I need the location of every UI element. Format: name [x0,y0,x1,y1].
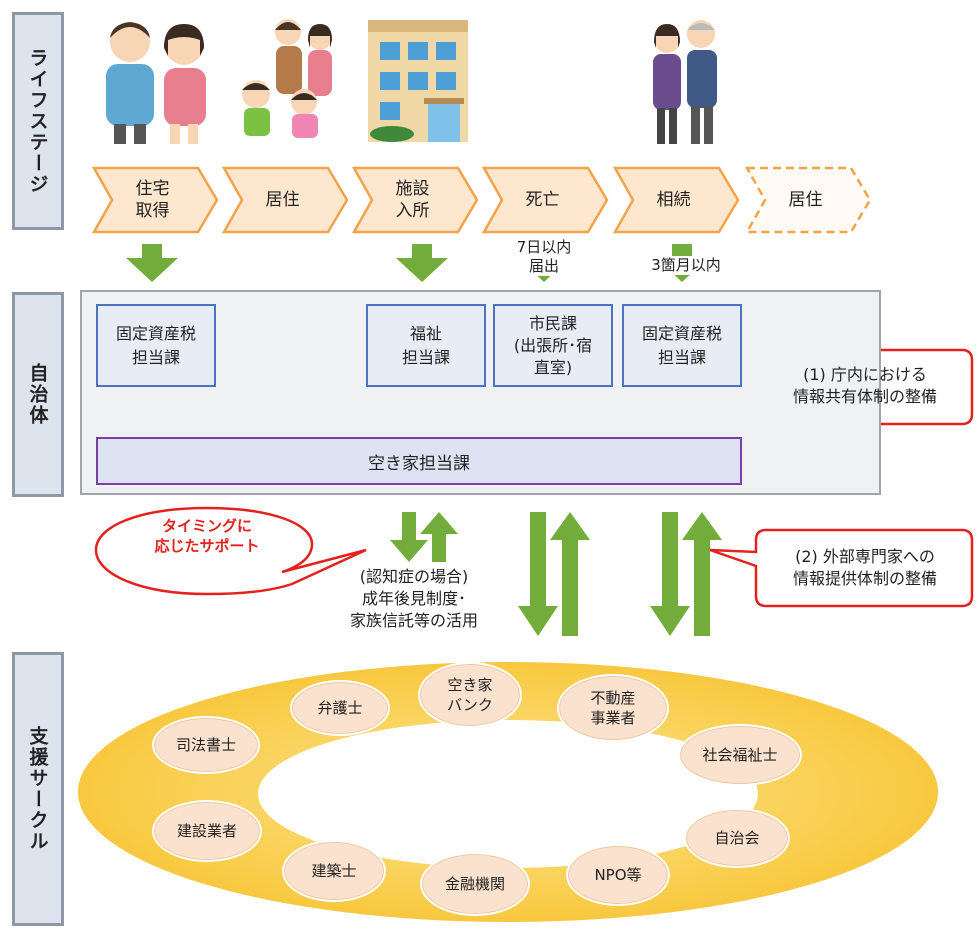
internal-sharing-callout: (1) 庁内における 情報共有体制の整備 [792,365,937,406]
dementia-note: (認知症の場合) 成年後見制度･ 家族信託等の活用 [349,567,478,630]
node-judicial-scrivener: 司法書士 [152,716,260,774]
node-construction-company: 建設業者 [152,800,262,862]
property-tax-dept-box-2: 固定資産税 担当課 [622,304,742,387]
node-npo: NPO等 [566,844,670,906]
down-arrow-icon [126,244,178,282]
up-arrow-icon [682,512,722,636]
stage-chevron-residence: 居住 [222,166,349,234]
stage-chevron-housing: 住宅 取得 [92,166,219,234]
stage-label-residence: 居住 [265,190,300,210]
couple-illustration [92,12,222,147]
up-arrow-icon [550,512,590,636]
family-illustration [232,14,342,144]
stage-label-death: 死亡 [525,190,560,210]
stage-chevron-residence-dashed: 居住 [745,166,872,234]
welfare-dept-box: 福祉 担当課 [366,304,486,387]
stage-label-residence-future: 居住 [788,190,823,210]
municipality-label: 自治体 [26,363,49,426]
node-architect: 建築士 [282,840,386,902]
death-deadline-note: 7日以内 届出 [508,238,580,276]
node-vacant-house-bank: 空き家 バンク [418,662,522,728]
node-real-estate: 不動産 事業者 [557,674,669,742]
support-circle-label: 支援サークル [26,726,49,852]
stage-label-housing: 住宅 取得 [135,179,170,221]
municipality-label-bar: 自治体 [12,292,64,497]
facility-building-illustration [362,14,474,144]
life-stage-label-bar: ライフステージ [12,12,64,230]
vacant-house-dept-box: 空き家担当課 [96,437,742,485]
down-arrow-icon [396,244,448,282]
node-lawyer: 弁護士 [290,680,390,736]
up-arrow-icon [420,512,458,562]
external-sharing-callout: (2) 外部専門家への 情報提供体制の整備 [792,547,937,588]
stage-chevron-facility: 施設 入所 [352,166,479,234]
support-circle-label-bar: 支援サークル [12,652,64,926]
down-arrow-icon [390,512,428,562]
inheritance-deadline-note: 3箇月以内 [630,256,742,275]
life-stage-label: ライフステージ [26,47,49,195]
down-arrow-icon [650,512,690,636]
stage-chevron-inheritance: 相続 [613,166,740,234]
stage-label-inheritance: 相続 [656,190,691,210]
citizen-dept-box: 市民課 (出張所･宿 直室) [493,304,613,387]
stage-chevron-death: 死亡 [482,166,609,234]
timing-support-oval [94,506,367,596]
property-tax-dept-box: 固定資産税 担当課 [96,304,216,387]
timing-support-text: タイミングに 応じたサポート [154,517,260,555]
node-neighborhood-association: 自治会 [684,808,790,868]
node-financial-institution: 金融機関 [420,852,530,916]
elderly-couple-illustration [645,12,725,147]
node-social-worker: 社会福祉士 [678,724,802,786]
stage-label-facility: 施設 入所 [395,179,430,221]
down-arrow-icon [518,512,558,636]
callout-external-box [709,528,974,608]
